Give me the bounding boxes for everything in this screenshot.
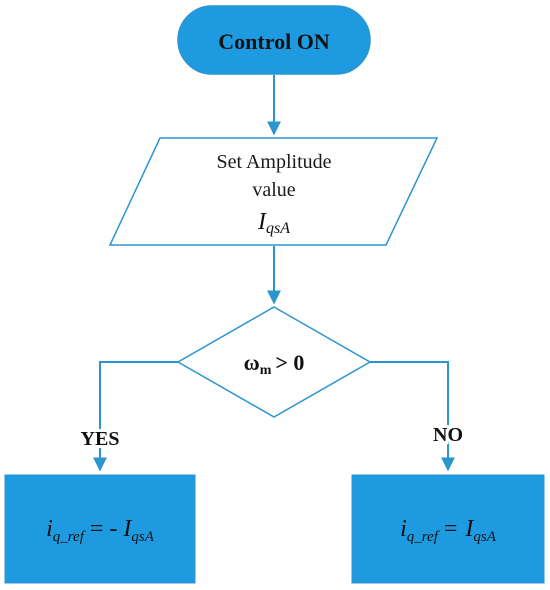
decision-diamond [176, 306, 372, 418]
input-line1: Set Amplitude [217, 151, 332, 173]
no-label: NO [433, 424, 463, 446]
result-box-yes [4, 474, 196, 584]
decision-operator: > 0 [275, 350, 304, 375]
result-yes-expr: iq_ref= -IqsA [46, 516, 155, 545]
decision-omega-sub: m [260, 363, 272, 378]
result-no-eq: = [444, 516, 458, 542]
decision-omega: ω [244, 350, 260, 375]
result-box-no [351, 474, 545, 584]
input-symbol-sub: qsA [266, 220, 290, 237]
connector-no [370, 361, 455, 472]
result-no-lhs-sub: q_ref [407, 529, 440, 545]
result-yes-rhs-sub: qsA [131, 529, 154, 545]
connector-yes [93, 361, 178, 472]
result-yes-lhs: i [46, 516, 53, 542]
result-yes-eq: = - [90, 516, 118, 542]
yes-label: YES [81, 428, 120, 450]
result-yes-rhs: I [122, 516, 132, 542]
decision-condition: ωm> 0 [244, 350, 305, 378]
input-symbol: IqsA [257, 209, 290, 237]
result-no-lhs: i [400, 516, 407, 542]
input-parallelogram [108, 137, 439, 246]
start-label: Control ON [218, 29, 330, 54]
input-line2: value [252, 179, 295, 201]
start-terminal [177, 5, 371, 75]
result-no-expr: iq_ref=IqsA [400, 516, 497, 545]
result-yes-lhs-sub: q_ref [53, 529, 86, 545]
result-no-rhs-sub: qsA [473, 529, 496, 545]
input-symbol-main: I [257, 209, 267, 235]
result-no-rhs: I [464, 516, 474, 542]
